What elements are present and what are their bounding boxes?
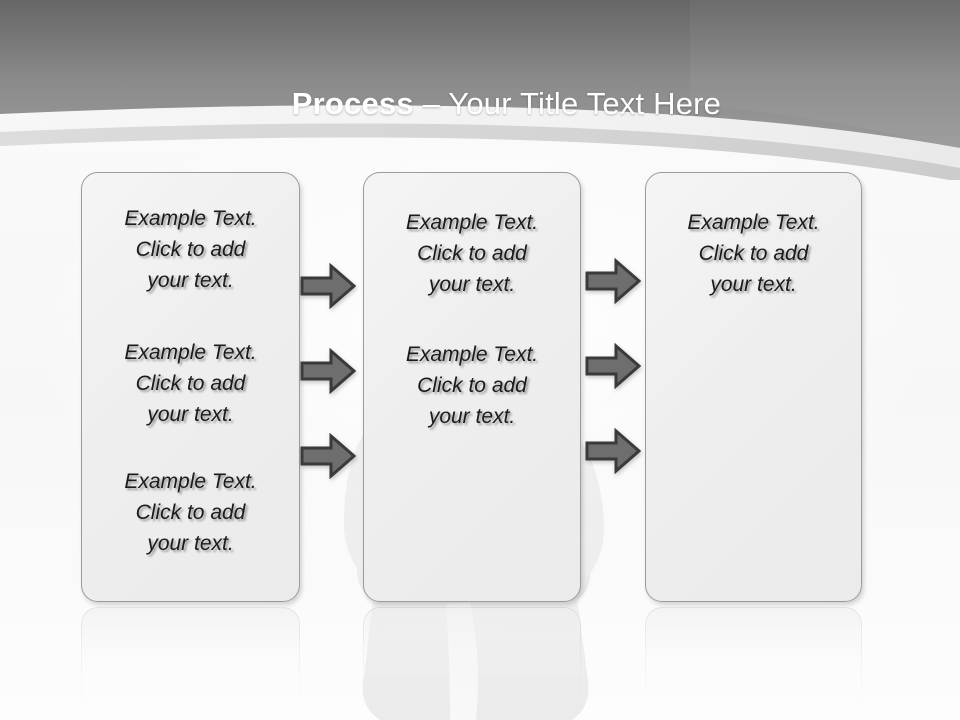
text-block[interactable]: Example Text. Click to add your text.	[405, 343, 539, 428]
arrow-right-icon[interactable]	[300, 263, 356, 309]
text-block[interactable]: Example Text. Click to add your text.	[124, 341, 257, 426]
text-block[interactable]: Example Text. Click to add your text.	[124, 207, 257, 292]
arrow-right-icon[interactable]	[585, 258, 641, 304]
arrow-right-icon[interactable]	[585, 343, 641, 389]
arrow-right-icon[interactable]	[300, 433, 356, 479]
process-box-2[interactable]: Example Text. Click to add your text. Ex…	[363, 172, 581, 602]
arrow-right-icon[interactable]	[300, 348, 356, 394]
process-box-1[interactable]: Example Text. Click to add your text. Ex…	[81, 172, 300, 602]
box-reflection	[645, 607, 862, 720]
slide-header-band	[0, 0, 960, 180]
text-block[interactable]: Example Text. Click to add your text.	[405, 211, 539, 296]
process-box-1-body: Example Text. Click to add your text. Ex…	[82, 173, 299, 601]
box-reflection	[363, 607, 581, 720]
process-box-3-body: Example Text. Click to add your text.	[646, 173, 861, 601]
process-box-3[interactable]: Example Text. Click to add your text.	[645, 172, 862, 602]
arrow-right-icon[interactable]	[585, 428, 641, 474]
text-block[interactable]: Example Text. Click to add your text.	[687, 211, 820, 296]
process-box-2-body: Example Text. Click to add your text. Ex…	[364, 173, 580, 601]
text-block[interactable]: Example Text. Click to add your text.	[124, 470, 257, 555]
box-reflection	[81, 607, 300, 720]
